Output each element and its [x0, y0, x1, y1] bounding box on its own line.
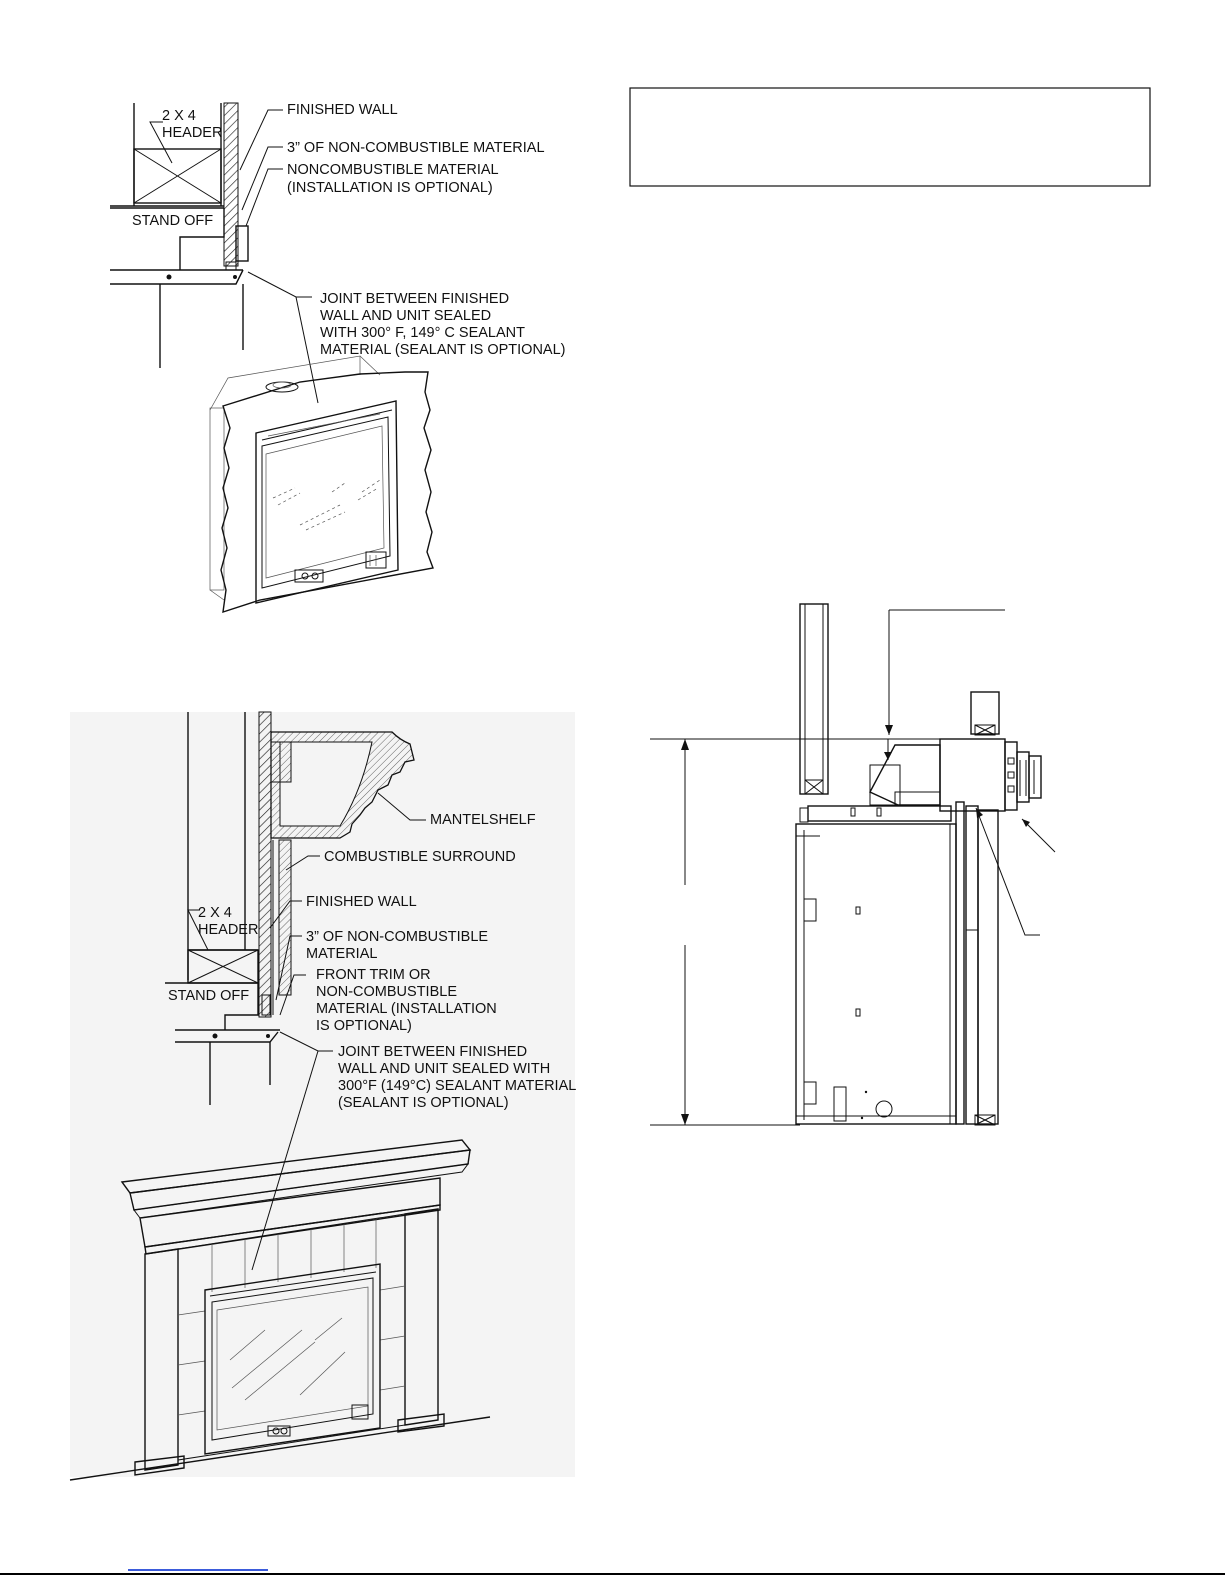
top-joint-label-1: JOINT BETWEEN FINISHED — [320, 291, 509, 307]
top-unit-frame — [255, 400, 399, 604]
top-unit-glass — [261, 416, 391, 589]
top-joint-label-3: WITH 300° F, 149° C SEALANT — [320, 325, 525, 341]
front-trim-label-2: NON-COMBUSTIBLE — [316, 984, 457, 1000]
figure-bottom-mantel-view — [69, 1139, 491, 1481]
top-wall-cutout — [220, 371, 434, 614]
leader-bottom-header — [187, 909, 209, 951]
mantelshelf-label: MANTELSHELF — [430, 812, 536, 828]
top-joint-label-2: WALL AND UNIT SEALED — [320, 308, 491, 324]
top-stand-off-label: STAND OFF — [132, 213, 213, 229]
leader-wall-section — [975, 807, 1040, 936]
bottom-header-label-1: 2 X 4 — [198, 905, 232, 921]
leader-bottom-3in — [275, 935, 302, 1001]
bottom-3in-label-1: 3” OF NON-COMBUSTIBLE — [306, 929, 488, 945]
top-joint-label-4: MATERIAL (SEALANT IS OPTIONAL) — [320, 342, 565, 358]
figure-side-elevation — [650, 603, 1056, 1126]
tile-surround — [177, 1213, 406, 1461]
leader-top-finished-wall — [239, 109, 283, 171]
top-header-label-2: HEADER — [162, 125, 222, 141]
top-noncombustible-label-1: NONCOMBUSTIBLE MATERIAL — [287, 162, 499, 178]
page-footer-link-underline[interactable] — [128, 1569, 268, 1571]
bottom-unit-frame — [204, 1263, 381, 1455]
front-trim-label-4: IS OPTIONAL) — [316, 1018, 412, 1034]
leader-combustible-surround — [285, 855, 320, 871]
leader-top-3in — [241, 146, 283, 211]
leader-top-header — [149, 121, 173, 164]
page-bottom-rule — [0, 1573, 1225, 1575]
leader-top-joint-b — [295, 296, 319, 404]
leader-bottom-joint-b — [251, 1050, 319, 1271]
figure-top-section-view: 2 X 4 HEADER STAND OFF FINISHED WALL 3” … — [110, 102, 565, 404]
bottom-joint-label-4: (SEALANT IS OPTIONAL) — [338, 1095, 509, 1111]
combustible-surround — [278, 839, 292, 996]
bottom-header-label-2: HEADER — [198, 922, 258, 938]
top-header-block — [133, 148, 222, 204]
bottom-finished-wall — [258, 711, 272, 1018]
bottom-joint-label-2: WALL AND UNIT SEALED WITH — [338, 1061, 550, 1077]
bottom-finished-wall-label: FINISHED WALL — [306, 894, 417, 910]
leader-bottom-finished-wall — [269, 900, 302, 929]
top-noncombustible-label-2: (INSTALLATION IS OPTIONAL) — [287, 180, 493, 196]
front-trim-label-1: FRONT TRIM OR — [316, 967, 431, 983]
top-noncombustible-block — [235, 225, 249, 262]
top-3in-label: 3” OF NON-COMBUSTIBLE MATERIAL — [287, 140, 545, 156]
top-screw — [166, 274, 172, 280]
figure-top-fireplace-view — [209, 355, 434, 614]
leader-top-noncombustible — [245, 168, 283, 227]
notice-box — [629, 87, 1151, 187]
figure-bottom-section-view: MANTELSHELF COMBUSTIBLE SURROUND FINISHE… — [70, 711, 576, 1477]
leader-front-trim — [279, 974, 306, 1016]
leader-mantelshelf — [377, 792, 426, 821]
mantel-left-pilaster — [144, 1248, 179, 1471]
bottom-joint-label-1: JOINT BETWEEN FINISHED — [338, 1044, 527, 1060]
front-trim-label-3: MATERIAL (INSTALLATION — [316, 1001, 497, 1017]
top-finished-wall-label: FINISHED WALL — [287, 102, 398, 118]
bottom-stand-off-label: STAND OFF — [168, 988, 249, 1004]
floor-line — [69, 1416, 491, 1481]
top-header-label-1: 2 X 4 — [162, 108, 196, 124]
leader-top-joint-a — [247, 271, 312, 298]
bottom-3in-label-2: MATERIAL — [306, 946, 377, 962]
combustible-surround-label: COMBUSTIBLE SURROUND — [324, 849, 516, 865]
side-unit-body — [795, 823, 957, 1125]
bottom-unit-glass — [211, 1277, 374, 1441]
top-finished-wall — [223, 102, 239, 267]
bottom-joint-label-3: 300°F (149°C) SEALANT MATERIAL — [338, 1078, 576, 1094]
